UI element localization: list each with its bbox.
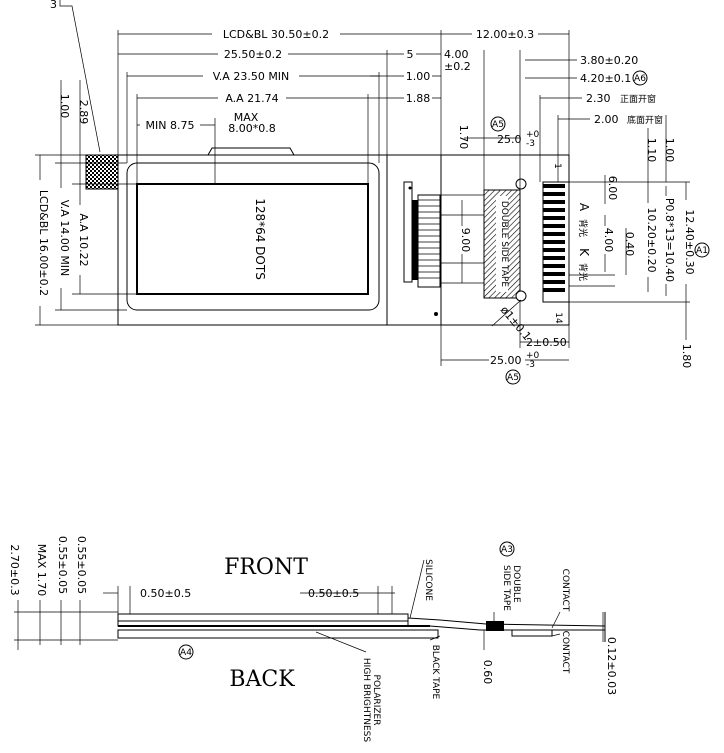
front-glass: [117, 613, 409, 622]
dim-two-30: 2.30: [586, 92, 611, 105]
dim-total: 2.70±0.3: [8, 544, 21, 595]
dim-left-one-00: 1.00: [58, 94, 71, 119]
dim-pm-02: ±0.2: [444, 60, 471, 73]
marker-a5b: A5: [507, 373, 519, 383]
contact-bottom-label: CONTACT: [560, 631, 570, 674]
dim-one-80: 1.80: [680, 344, 693, 369]
dim-five: 5: [407, 48, 414, 61]
front-label: FRONT: [224, 555, 308, 580]
tol-bottom-a: -3: [526, 139, 535, 149]
active-area: [136, 183, 369, 295]
marker-a6: A6: [634, 74, 646, 84]
dim-six-00: 6.00: [606, 176, 619, 201]
viewing-area: [126, 162, 380, 311]
pin-k-label: K: [577, 248, 591, 257]
dim-va-height: V.A 14.00 MIN: [58, 200, 71, 277]
marker-a1: A1: [696, 246, 708, 256]
pin-a-cn: 背光: [577, 219, 589, 237]
dim-two-00: 2.00: [594, 113, 619, 126]
dim-left-two-89: 2.89: [77, 100, 90, 125]
left-dimensions: LCD&BL 16.00±0.2 V.A 14.00 MIN A.A 10.22…: [33, 80, 137, 326]
dim-va-width: V.A 23.50 MIN: [213, 70, 290, 83]
dim-lcd-bl-width: LCD&BL 30.50±0.2: [223, 28, 329, 41]
double-label: DOUBLE: [511, 565, 521, 603]
marker-a4: A4: [180, 648, 192, 658]
dim-twelve-40: 12.40±0.30: [683, 209, 696, 274]
dim-aa-height: A.A 10.22: [77, 213, 90, 266]
tol-bottom-b: -3: [526, 360, 535, 370]
dim-lcd-bl-height: LCD&BL 16.00±0.2: [37, 190, 50, 296]
right-top-dimensions: 12.00±0.3 4.00 ±0.2 3.80±0.20 4.20±0.1 A…: [441, 27, 663, 190]
tol-top-b: +0: [526, 351, 540, 361]
tol-top-a: +0: [526, 130, 540, 140]
polarizer-label: POLARIZER: [371, 675, 381, 726]
back-label: BACK: [229, 667, 295, 692]
right-vertical-dimensions: 12.40±0.30 A1 P0.8*13=10.40 10.20±0.20 1…: [569, 115, 710, 369]
marker-a5a: A5: [492, 120, 504, 130]
dim-max: MAX: [234, 111, 259, 124]
fpc-region: DOUBLE SIDE TAPE 1: [403, 154, 615, 326]
dim-aa-width: A.A 21.74: [225, 92, 278, 105]
dots-label: 128*64 DOTS: [253, 198, 267, 280]
dim-max-val: 8.00*0.8: [228, 122, 276, 135]
dim-pitch: P0.8*13=10.40: [663, 198, 676, 282]
lcd-outline: [117, 154, 442, 326]
dim-25-50: 25.50±0.2: [224, 48, 282, 61]
side-view: FRONT BACK 2.70±0.3 MAX 1.70 0.55±0.05 0…: [8, 536, 618, 742]
dim-twenty-five-bottom: 25.00: [490, 354, 522, 367]
pin-a-label: A: [577, 203, 591, 212]
marker-a3: A3: [501, 545, 513, 555]
dim-d2: 0.55±0.05: [75, 536, 88, 594]
bottom-open-label: 底面开窗: [627, 114, 663, 126]
dim-twenty-five-top: 25.0: [497, 133, 522, 146]
dim-one-00: 1.00: [406, 70, 431, 83]
dim-right-offset: 0.50±0.5: [308, 587, 359, 600]
contact-top-label: CONTACT: [560, 569, 570, 612]
pin-14-label: 14: [553, 312, 563, 324]
dim-right-one-00: 1.00: [663, 138, 676, 163]
dim-four-20: 4.20±0.1: [580, 72, 631, 85]
top-dimensions: LCD&BL 30.50±0.2 25.50±0.2 5 V.A 23.50 M…: [117, 27, 442, 184]
dim-left-offset: 0.50±0.5: [140, 587, 191, 600]
silicone-label: SILICONE: [423, 559, 433, 601]
checker-block: [85, 154, 119, 190]
black-tape-label: BLACK TAPE: [430, 645, 440, 700]
dim-one-88: 1.88: [406, 92, 431, 105]
side-tape-label: SIDE TAPE: [501, 565, 511, 611]
dim-d1: 0.55±0.05: [56, 536, 69, 594]
dim-right-one-10: 1.10: [645, 138, 658, 163]
dim-fpc-thick: 0.12±0.03: [605, 637, 618, 695]
backlight: [117, 629, 439, 639]
dim-three-80: 3.80±0.20: [580, 54, 638, 67]
double-tape-label: DOUBLE SIDE TAPE: [499, 201, 509, 288]
pin-1-label: 1: [552, 163, 562, 169]
dim-ten-20: 10.20±0.20: [645, 207, 658, 272]
leader-label: 3: [50, 0, 57, 11]
dim-two-050: 2±0.50: [526, 336, 567, 349]
dim-four-00: 4.00: [444, 48, 469, 61]
dim-one-70: 1.70: [457, 125, 470, 150]
front-open-label: 正面开窗: [620, 93, 656, 105]
dim-max-170: MAX 1.70: [35, 544, 48, 597]
pin-k-cn: 背光: [577, 263, 589, 281]
dim-twelve: 12.00±0.3: [476, 28, 534, 41]
dim-nine-00: 9.00: [459, 228, 472, 253]
side-tape-block: [486, 621, 504, 631]
dim-min-8-75: MIN 8.75: [146, 119, 195, 132]
top-view: 3 128*64 DOTS LCD&BL 30.50±0.2 25.50±0.2: [33, 0, 710, 385]
high-brightness-label: HIGH BRIGHTNESS: [361, 658, 371, 742]
dim-six-zero: 0.60: [481, 660, 494, 685]
dim-zero-40: 0.40: [623, 232, 636, 257]
dim-four-00-v: 4.00: [602, 228, 615, 253]
